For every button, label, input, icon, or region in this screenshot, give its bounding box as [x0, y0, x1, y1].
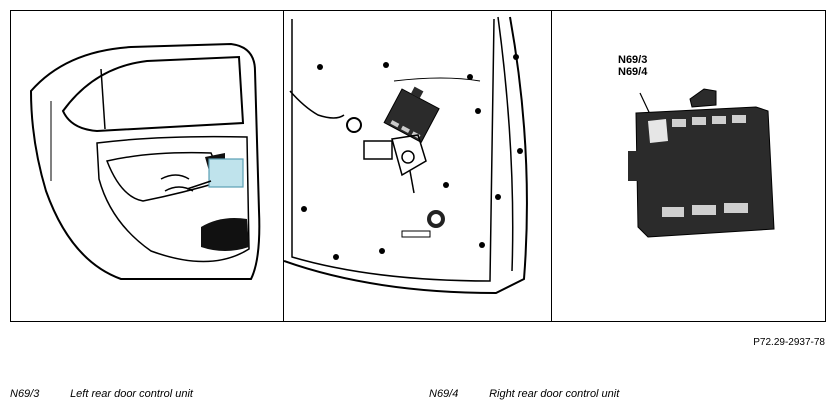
legend-code: N69/4: [429, 388, 459, 400]
panel-control-unit-detail: [551, 11, 828, 321]
legend-code: N69/3: [10, 388, 40, 400]
panel-door-interior-view: [283, 11, 551, 321]
figure-reference-code: P72.29-2937-78: [753, 337, 825, 348]
legend-item-n69-3: N69/3 Left rear door control unit: [10, 388, 193, 400]
legend-description: Left rear door control unit: [70, 388, 193, 400]
rear-door-exterior-icon: [29, 42, 261, 280]
figure-frame: [10, 10, 826, 322]
door-inner-panel-icon: [284, 16, 528, 295]
panel-rear-door-view: [11, 11, 283, 321]
callout-label-n69-4: N69/4: [618, 66, 648, 78]
control-unit-module-icon: [628, 88, 775, 238]
callout-labels: N69/3 N69/4: [618, 54, 647, 78]
callout-label-n69-3: N69/3: [618, 54, 648, 66]
legend-item-n69-4: N69/4 Right rear door control unit: [429, 388, 619, 400]
legend-description: Right rear door control unit: [489, 388, 620, 400]
